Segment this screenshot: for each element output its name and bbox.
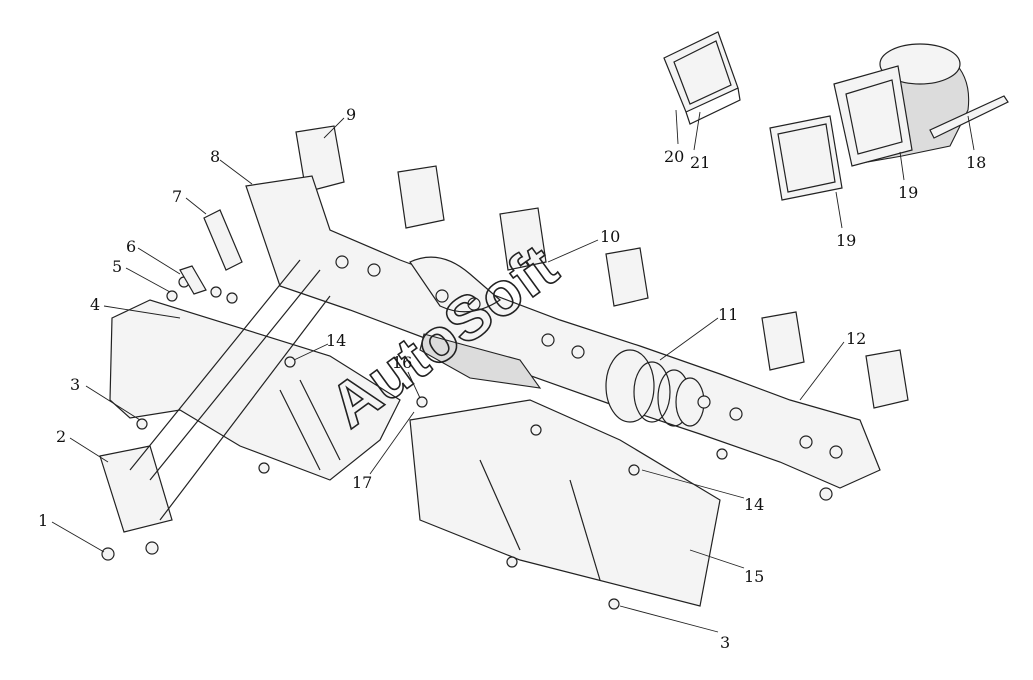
gasket-19 xyxy=(769,115,843,201)
heat-shield-left xyxy=(109,299,401,481)
leader-lines xyxy=(51,109,975,633)
callout-17: 17 xyxy=(352,473,372,492)
bolts xyxy=(101,255,843,610)
callout-labels: 1 2 3 3 4 5 6 7 8 9 10 11 12 14 14 15 16… xyxy=(38,105,986,652)
bracket-2 xyxy=(99,259,331,533)
callout-3: 3 xyxy=(70,375,80,394)
callout-18: 18 xyxy=(966,153,986,172)
gasket-20-21 xyxy=(663,31,741,125)
manifold-body xyxy=(245,175,881,489)
callout-14: 14 xyxy=(326,331,346,350)
port-gaskets xyxy=(295,125,909,409)
rod-18 xyxy=(929,95,1009,139)
callout-8: 8 xyxy=(210,147,220,166)
callout-5: 5 xyxy=(112,257,122,276)
callout-14: 14 xyxy=(744,495,764,514)
sleeves-7-6 xyxy=(179,209,243,295)
callout-3: 3 xyxy=(720,633,730,652)
callout-10: 10 xyxy=(600,227,620,246)
callout-16: 16 xyxy=(392,353,412,372)
callout-20: 20 xyxy=(664,147,684,166)
callout-15: 15 xyxy=(744,567,764,586)
callout-9: 9 xyxy=(346,105,356,124)
elbow-pipe xyxy=(833,43,970,167)
callout-6: 6 xyxy=(126,237,136,256)
heat-shield-right xyxy=(409,399,721,607)
callout-12: 12 xyxy=(846,329,866,348)
callout-19: 19 xyxy=(836,231,856,250)
callout-21: 21 xyxy=(690,153,710,172)
callout-19: 19 xyxy=(898,183,918,202)
callout-4: 4 xyxy=(90,295,100,314)
callout-1: 1 xyxy=(38,511,48,530)
callout-7: 7 xyxy=(172,187,182,206)
callout-11: 11 xyxy=(718,305,738,324)
callout-2: 2 xyxy=(56,427,66,446)
